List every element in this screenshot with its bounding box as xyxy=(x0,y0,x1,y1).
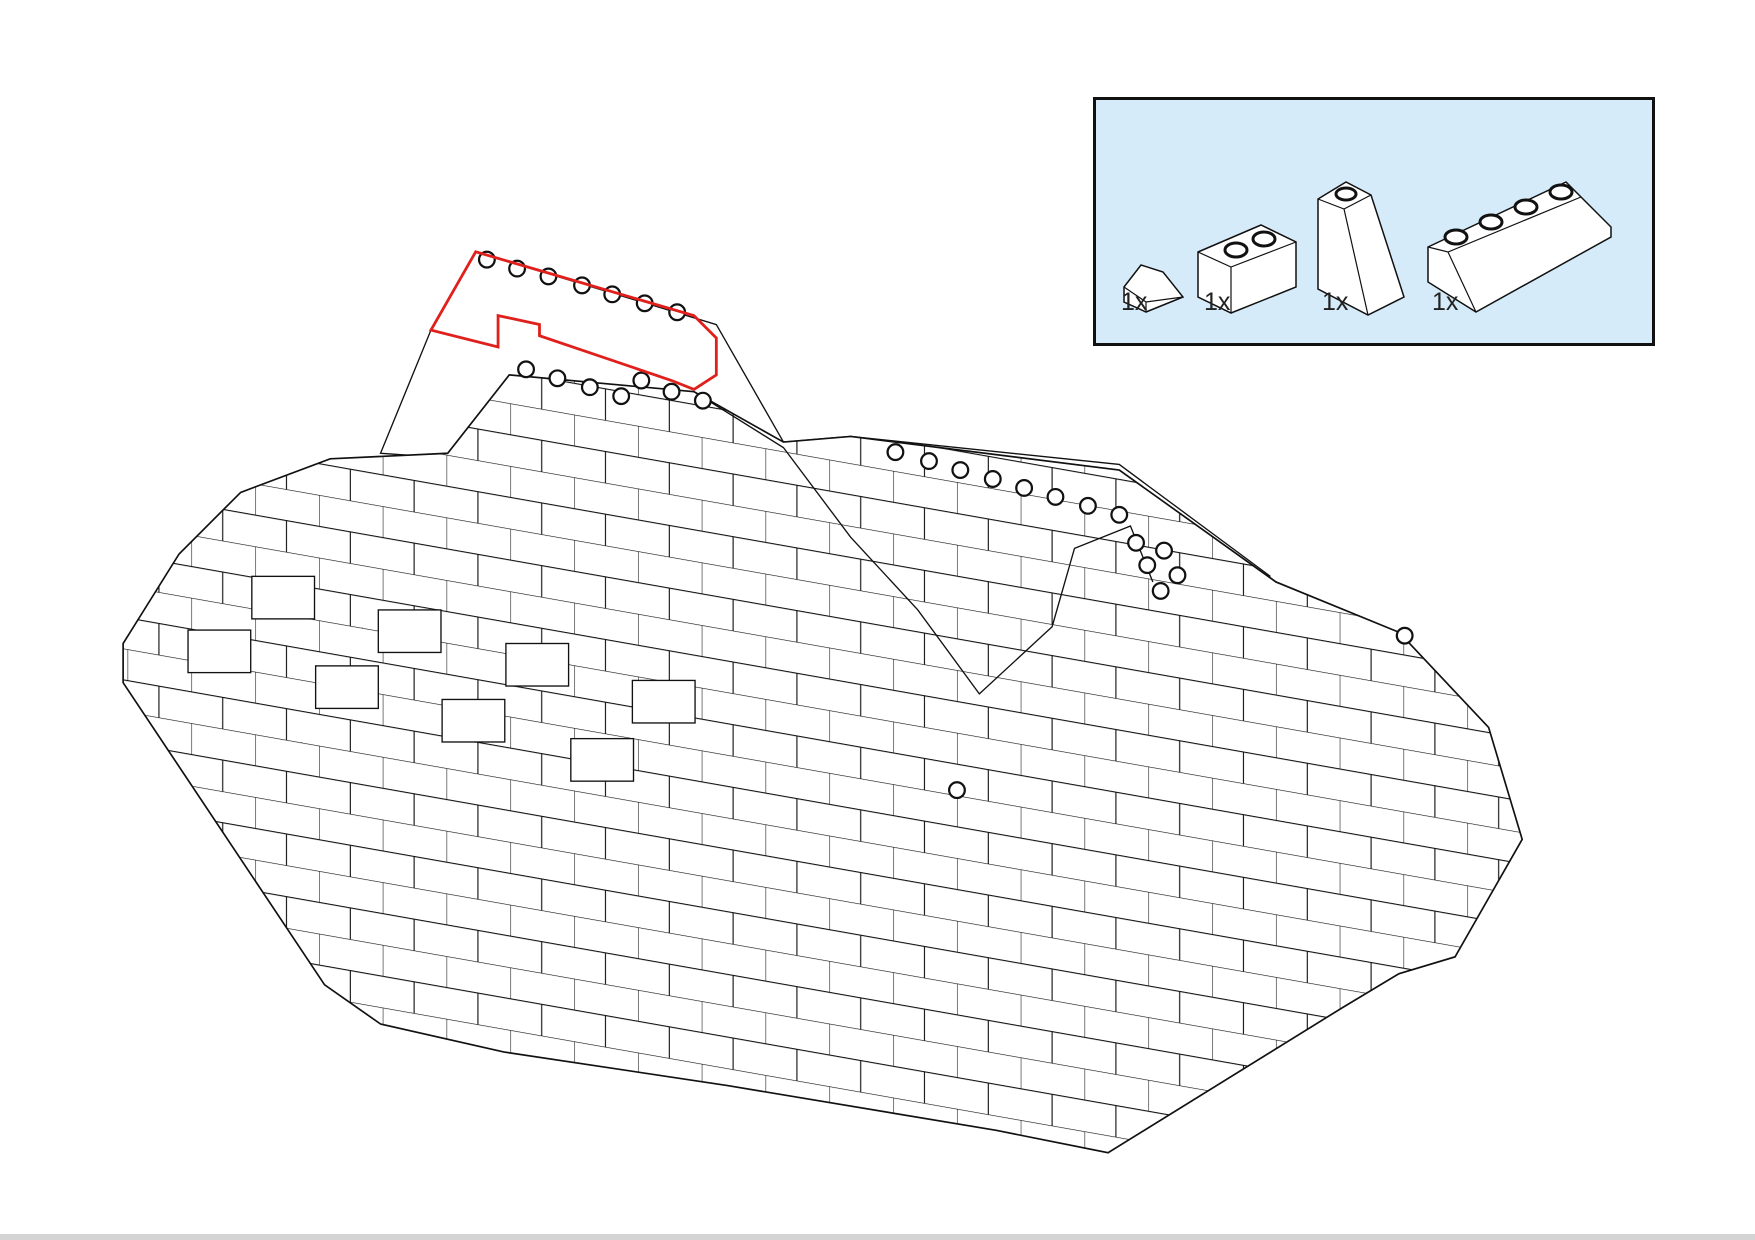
window-openings xyxy=(187,575,696,782)
slope-2x4-icon xyxy=(1427,181,1612,313)
part-quantity: 1x xyxy=(1432,288,1459,316)
part-quantity: 1x xyxy=(1204,288,1231,316)
page-bottom-edge xyxy=(0,1234,1755,1240)
parts-list-callout: 1x 1x 1x 1x xyxy=(1093,97,1655,346)
slope-1x1-icon xyxy=(1123,264,1185,313)
brick-1x2-icon xyxy=(1197,224,1297,314)
slope-tall-icon xyxy=(1317,181,1405,316)
part-quantity: 1x xyxy=(1322,288,1349,316)
wall-front xyxy=(122,374,1524,1154)
new-parts-highlight xyxy=(428,250,718,392)
studs xyxy=(477,250,1414,800)
part-quantity: 1x xyxy=(1121,288,1148,316)
